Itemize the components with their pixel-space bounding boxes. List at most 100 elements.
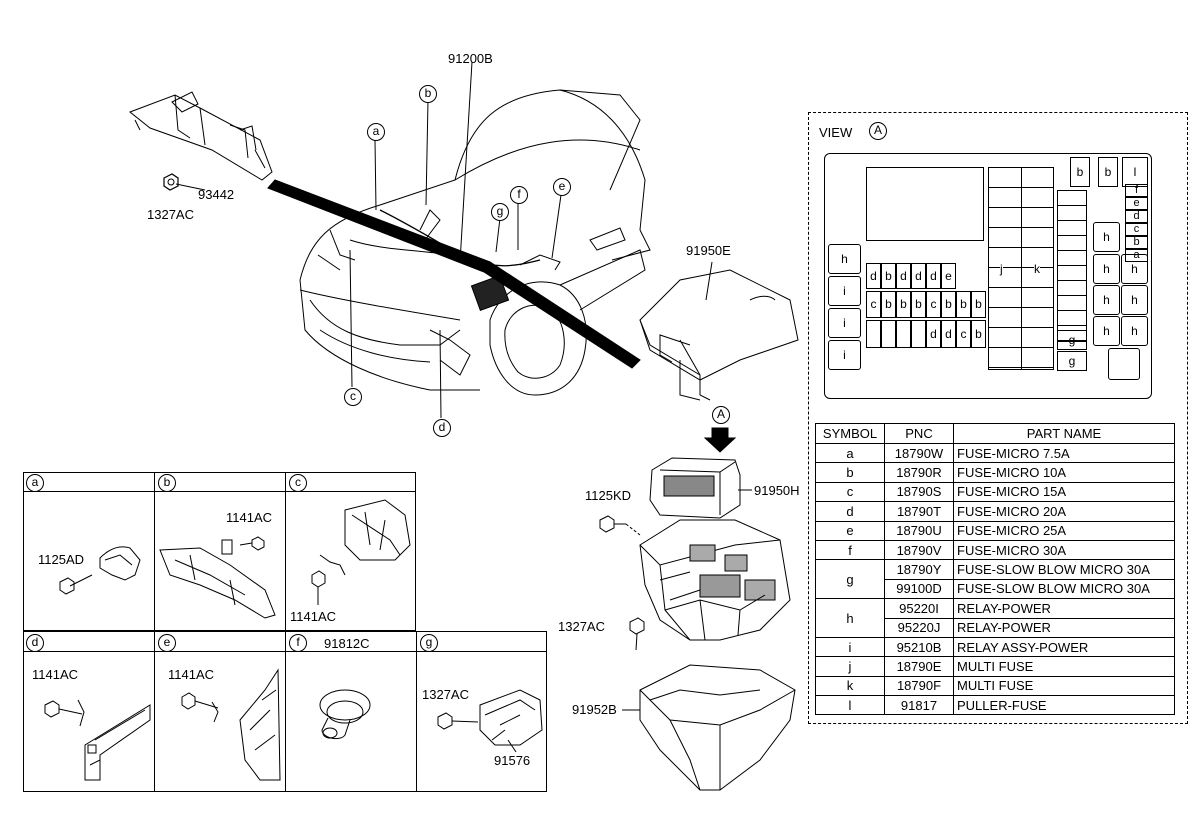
callout-bracket: 93442	[198, 187, 235, 202]
fuse-block-illustration	[639, 519, 791, 641]
detail-grid-divider	[154, 472, 155, 631]
callout-leaders	[349, 61, 562, 419]
module-area	[866, 167, 984, 241]
fuse-r3-empty-3	[896, 320, 911, 348]
bracket-illustration	[129, 91, 273, 181]
fuse-r3-empty-1	[866, 320, 881, 348]
callout-bracket-nut: 1327AC	[147, 207, 194, 222]
callout-harness: 91200B	[448, 51, 493, 66]
view-a-panel: VIEW A h i i i d b d d d e c b b b c b b…	[808, 112, 1188, 724]
car-letter-b: b	[419, 85, 437, 103]
slot-top-l: l	[1122, 157, 1148, 187]
car-letter-d: d	[433, 419, 451, 437]
fuse-r3-3: c	[956, 320, 971, 348]
fuse-r3-empty-4	[911, 320, 926, 348]
detail-grid-divider	[285, 472, 286, 631]
fuse-r1-2: b	[881, 263, 896, 289]
fuse-r1-4: d	[911, 263, 926, 289]
slot-i-2: i	[828, 308, 861, 338]
relay-h-4: h	[1093, 285, 1120, 315]
detail-letter-b: b	[158, 474, 176, 492]
detail-g-label-part: 91576	[494, 753, 531, 768]
relay-h-6: h	[1093, 316, 1120, 346]
car-illustration	[299, 89, 651, 396]
relay-block-illustration	[649, 457, 752, 519]
relay-h-7: h	[1121, 316, 1148, 346]
multi-fuse-k: k	[1034, 262, 1040, 276]
detail-letter-f: f	[289, 634, 307, 652]
fuse-r2-3: b	[896, 291, 911, 318]
detail-letter-e: e	[158, 634, 176, 652]
detail-e-label: 1141AC	[168, 667, 215, 682]
view-arrow-letter: A	[712, 406, 730, 424]
fuse-r2-2: b	[881, 291, 896, 318]
callout-box-cover: 91950E	[686, 243, 731, 258]
car-letter-e: e	[553, 178, 571, 196]
detail-letter-a: a	[26, 474, 44, 492]
detail-f-label: 91812C	[324, 636, 370, 651]
relay-h-2: h	[1093, 254, 1120, 284]
relay-h-5: h	[1121, 285, 1148, 315]
slot-c: c	[1125, 223, 1148, 236]
slot-top-b-2: b	[1098, 157, 1118, 187]
harness-band	[267, 179, 641, 369]
fuse-box-layout: h i i i d b d d d e c b b b c b b b d d …	[824, 153, 1152, 399]
car-letter-a: a	[367, 123, 385, 141]
view-title-letter: A	[869, 122, 887, 140]
slot-d: d	[1125, 210, 1148, 223]
header-symbol: SYMBOL	[815, 423, 885, 444]
box-cover-illustration	[639, 261, 799, 401]
detail-c-label: 1141AC	[290, 609, 337, 624]
detail-d-label: 1141AC	[32, 667, 79, 682]
slot-b: b	[1125, 236, 1148, 249]
slot-f: f	[1125, 184, 1148, 197]
car-letter-f: f	[510, 186, 528, 204]
callout-lower-cover: 91952B	[572, 702, 617, 717]
detail-d-illustration	[44, 699, 151, 781]
fuse-r1-3: d	[896, 263, 911, 289]
fuse-r1-5: d	[926, 263, 941, 289]
bracket-nut	[163, 173, 206, 191]
parts-table-header: SYMBOL PNC PART NAME	[815, 423, 1175, 444]
detail-letter-d: d	[26, 634, 44, 652]
callout-bolt: 1125KD	[585, 488, 632, 503]
detail-g-illustration	[437, 689, 543, 753]
car-letter-c: c	[344, 388, 362, 406]
detail-e-illustration	[181, 668, 281, 781]
fuse-r3-2: d	[941, 320, 956, 348]
fuse-r2-1: c	[866, 291, 881, 318]
detail-grid-header-line	[23, 491, 416, 492]
fuse-r3-4: b	[971, 320, 986, 348]
detail-c-illustration	[311, 499, 411, 605]
detail-grid-divider	[416, 631, 417, 792]
fuse-r3-1: d	[926, 320, 941, 348]
slot-e: e	[1125, 197, 1148, 210]
fuse-r1-6: e	[941, 263, 956, 289]
slot-h-left: h	[828, 244, 861, 274]
detail-g-label-nut: 1327AC	[422, 687, 469, 702]
detail-b-label: 1141AC	[226, 510, 273, 525]
view-arrow	[703, 427, 737, 453]
multi-fuse-j: j	[1000, 262, 1003, 276]
header-part-name: PART NAME	[953, 423, 1175, 444]
fuse-r2-4: b	[911, 291, 926, 318]
detail-b-illustration	[159, 536, 276, 619]
small-fuse-column	[1057, 190, 1087, 342]
slot-g-1: g	[1057, 330, 1087, 350]
lower-cover-illustration	[622, 664, 796, 791]
view-title: VIEW	[819, 125, 853, 140]
